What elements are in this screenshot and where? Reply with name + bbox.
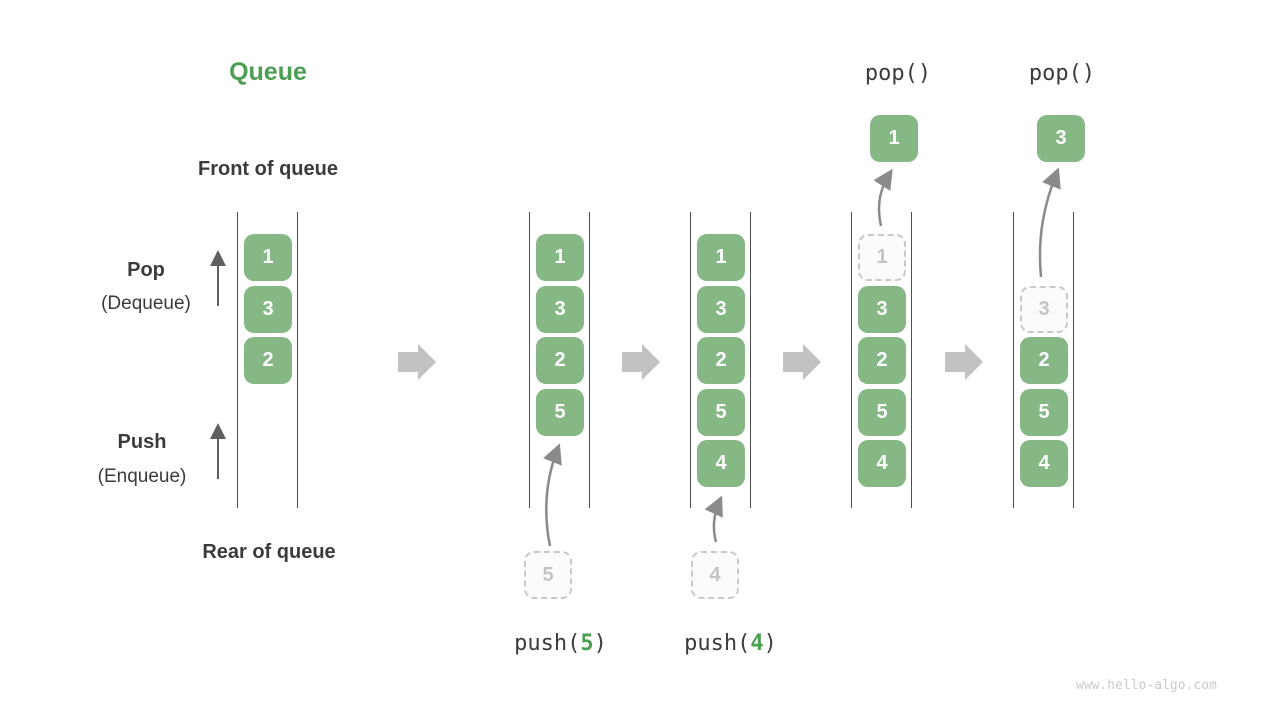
queue-item: 2 xyxy=(536,337,584,384)
queue-item: 4 xyxy=(697,440,745,487)
queue-item: 5 xyxy=(858,389,906,436)
push-close: ) xyxy=(593,631,607,656)
popped-item-1: 1 xyxy=(870,115,918,162)
queue-item: 5 xyxy=(697,389,745,436)
popped-slot-ghost: 3 xyxy=(1020,286,1068,333)
pop-call-label-1: pop() xyxy=(864,61,932,86)
queue-item: 4 xyxy=(1020,440,1068,487)
push-label: Push xyxy=(117,431,167,453)
incoming-item-4: 4 xyxy=(691,551,739,599)
push-call-label-5: push(5) xyxy=(503,631,618,656)
popped-item-3: 3 xyxy=(1037,115,1085,162)
dequeue-label: (Dequeue) xyxy=(101,293,191,314)
pop-call-label-2: pop() xyxy=(1028,61,1096,86)
queue-item: 2 xyxy=(244,337,292,384)
queue-state-4: 1 3 2 5 4 xyxy=(851,212,912,508)
popped-slot-ghost: 1 xyxy=(858,234,906,281)
step-arrow-icon xyxy=(945,344,983,380)
queue-state-1: 1 3 2 xyxy=(237,212,298,508)
pop-label: Pop xyxy=(127,259,165,281)
queue-item: 5 xyxy=(536,389,584,436)
front-of-queue-label: Front of queue xyxy=(198,158,338,180)
queue-item: 4 xyxy=(858,440,906,487)
queue-item: 3 xyxy=(858,286,906,333)
push-arg: 4 xyxy=(750,631,764,656)
queue-item: 3 xyxy=(244,286,292,333)
queue-item: 2 xyxy=(858,337,906,384)
step-arrow-icon xyxy=(622,344,660,380)
rear-of-queue-label: Rear of queue xyxy=(202,541,336,563)
incoming-item-5: 5 xyxy=(524,551,572,599)
queue-item: 1 xyxy=(244,234,292,281)
queue-item: 3 xyxy=(536,286,584,333)
push-fn: push( xyxy=(684,631,751,656)
queue-item: 5 xyxy=(1020,389,1068,436)
step-arrow-icon xyxy=(398,344,436,380)
queue-state-2: 1 3 2 5 xyxy=(529,212,590,508)
queue-item: 3 xyxy=(697,286,745,333)
push-fn: push( xyxy=(514,631,581,656)
push-call-label-4: push(4) xyxy=(673,631,788,656)
step-arrow-icon xyxy=(783,344,821,380)
queue-state-5: 3 2 5 4 xyxy=(1013,212,1074,508)
diagram-title: Queue xyxy=(229,58,307,86)
queue-item: 1 xyxy=(536,234,584,281)
queue-item: 2 xyxy=(1020,337,1068,384)
push-close: ) xyxy=(763,631,777,656)
queue-item: 1 xyxy=(697,234,745,281)
queue-item: 2 xyxy=(697,337,745,384)
push-arg: 5 xyxy=(580,631,594,656)
enqueue-label: (Enqueue) xyxy=(97,466,187,487)
watermark: www.hello-algo.com xyxy=(1076,678,1217,693)
queue-state-3: 1 3 2 5 4 xyxy=(690,212,751,508)
